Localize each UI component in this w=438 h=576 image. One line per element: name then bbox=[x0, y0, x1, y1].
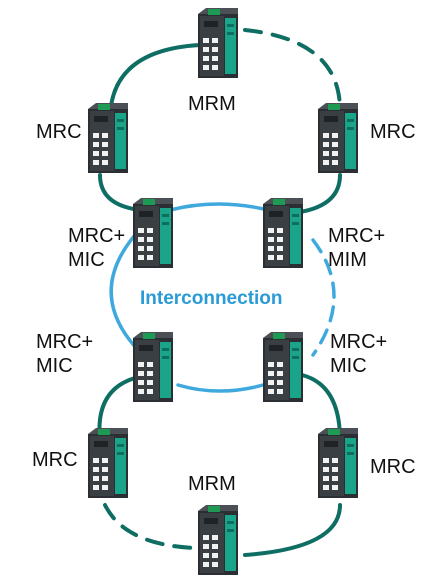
switch-mic-top-left bbox=[133, 198, 173, 268]
upper-ring-link-left-down bbox=[98, 173, 142, 212]
switch-mic-bottom-left bbox=[133, 332, 173, 402]
switch-mrm-top bbox=[198, 8, 238, 78]
label-mic-top-left-line1: MRC+ bbox=[68, 225, 126, 247]
label-mrc-left-top: MRC bbox=[36, 121, 82, 143]
switch-mrc-right-bottom bbox=[318, 428, 358, 498]
label-mic-bottom-right: MRC+ MIC bbox=[330, 330, 387, 378]
label-mic-bottom-left-line1: MRC+ bbox=[36, 331, 94, 353]
label-mic-bottom-right-line1: MRC+ bbox=[330, 331, 388, 353]
label-mrc-right-top: MRC bbox=[370, 121, 416, 143]
switch-mic-bottom-right bbox=[263, 332, 303, 402]
switch-mim-top-right bbox=[263, 198, 303, 268]
interconnection-bottom bbox=[176, 381, 272, 393]
switch-mrc-right-top bbox=[318, 103, 358, 173]
label-mic-top-left: MRC+ MIC bbox=[68, 224, 125, 272]
label-mic-bottom-right-line2: MIC bbox=[330, 355, 367, 377]
label-mim-top-right-line1: MRC+ bbox=[328, 225, 386, 247]
upper-ring-link-right-down bbox=[298, 173, 342, 214]
lower-ring-link-left-redundant bbox=[103, 503, 197, 550]
label-mim-top-right: MRC+ MIM bbox=[328, 224, 385, 272]
switch-mrm-bottom bbox=[198, 505, 238, 575]
switch-mrc-left-bottom bbox=[88, 428, 128, 498]
label-mic-bottom-left-line2: MIC bbox=[36, 355, 73, 377]
label-mic-bottom-left: MRC+ MIC bbox=[36, 330, 93, 378]
switch-mrc-left-top bbox=[88, 103, 128, 173]
label-mic-top-left-line2: MIC bbox=[68, 249, 105, 271]
interconnection-left bbox=[109, 233, 142, 354]
interconnection-right-redundant bbox=[311, 238, 336, 357]
label-mrc-left-bottom: MRC bbox=[32, 449, 78, 471]
interconnection-label: Interconnection bbox=[140, 288, 283, 309]
upper-ring-link-right-redundant bbox=[243, 28, 342, 112]
interconnection-top bbox=[168, 202, 270, 212]
label-mrm-top: MRM bbox=[188, 93, 236, 115]
lower-ring-link-right bbox=[243, 503, 342, 557]
interconnection-ring bbox=[109, 202, 336, 393]
label-mrm-bottom: MRM bbox=[188, 473, 236, 495]
label-mim-top-right-line2: MIM bbox=[328, 249, 367, 271]
label-mrc-right-bottom: MRC bbox=[370, 456, 416, 478]
